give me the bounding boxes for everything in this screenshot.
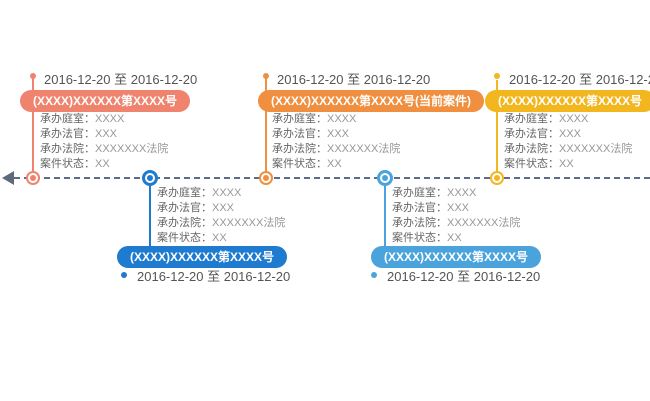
field-label: 承办庭室： — [504, 113, 559, 125]
field-row: 承办庭室：XXXX — [392, 186, 520, 201]
date-range: 2016-12-20 至 2016-12-20 — [44, 72, 198, 87]
date-range: 2016-12-20 至 2016-12-20 — [277, 72, 431, 87]
connector-line — [496, 80, 498, 172]
field-label: 承办法官： — [504, 128, 559, 140]
field-row: 承办法院：XXXXXXX法院 — [157, 216, 285, 231]
field-label: 承办庭室： — [392, 187, 447, 199]
field-row: 承办庭室：XXXX — [504, 112, 632, 127]
field-value: XXXXXXX法院 — [447, 217, 521, 229]
timeline-node-dot-icon — [494, 175, 500, 181]
field-row: 承办法院：XXXXXXX法院 — [392, 216, 520, 231]
field-value: XXX — [327, 128, 350, 140]
field-value: XXXXXXX法院 — [212, 217, 286, 229]
field-label: 承办法院： — [392, 217, 447, 229]
field-value: XXXXXXX法院 — [327, 143, 401, 155]
case-fields: 承办庭室：XXXX 承办法官：XXX 承办法院：XXXXXXX法院 案件状态：X… — [40, 112, 168, 172]
field-value: XXXX — [95, 113, 125, 125]
field-row: 案件状态：XX — [272, 157, 400, 172]
field-row: 承办法官：XXX — [40, 127, 168, 142]
case-number-pill[interactable]: (XXXX)XXXXXX第XXXX号(当前案件) — [258, 90, 485, 112]
field-value: XXXX — [327, 113, 357, 125]
field-row: 承办法院：XXXXXXX法院 — [504, 142, 632, 157]
field-row: 承办法官：XXX — [504, 127, 632, 142]
connector-line — [32, 78, 34, 172]
timeline-node[interactable] — [490, 171, 504, 185]
field-value: XX — [212, 232, 227, 244]
case-fields: 承办庭室：XXXX 承办法官：XXX 承办法院：XXXXXXX法院 案件状态：X… — [157, 186, 285, 246]
date-dot-icon — [30, 73, 36, 79]
connector-line — [384, 186, 386, 246]
field-value: XXX — [447, 202, 470, 214]
timeline-arrow-left-icon — [2, 171, 14, 185]
case-number-pill[interactable]: (XXXX)XXXXXX第XXXX号 — [485, 90, 650, 112]
field-row: 承办法官：XXX — [272, 127, 400, 142]
field-row: 承办庭室：XXXX — [272, 112, 400, 127]
field-label: 承办法官： — [272, 128, 327, 140]
field-label: 承办庭室： — [40, 113, 95, 125]
field-row: 案件状态：XX — [504, 157, 632, 172]
field-label: 承办法院： — [504, 143, 559, 155]
field-label: 承办法官： — [40, 128, 95, 140]
field-value: XXXXXXX法院 — [559, 143, 633, 155]
field-value: XXX — [559, 128, 582, 140]
field-label: 承办庭室： — [272, 113, 327, 125]
case-number-pill[interactable]: (XXXX)XXXXXX第XXXX号 — [371, 246, 542, 268]
timeline-node[interactable] — [377, 170, 393, 186]
date-dot-icon — [121, 272, 127, 278]
field-label: 承办法院： — [157, 217, 212, 229]
field-value: XXX — [95, 128, 118, 140]
field-row: 案件状态：XX — [392, 231, 520, 246]
field-label: 承办法官： — [157, 202, 212, 214]
timeline-node[interactable] — [142, 170, 158, 186]
field-row: 案件状态：XX — [40, 157, 168, 172]
date-range: 2016-12-20 至 2016-12-20 — [509, 72, 650, 87]
field-label: 案件状态： — [272, 158, 327, 170]
field-value: XXXXXXX法院 — [95, 143, 169, 155]
field-row: 承办法院：XXXXXXX法院 — [272, 142, 400, 157]
field-label: 承办法院： — [40, 143, 95, 155]
field-label: 案件状态： — [40, 158, 95, 170]
timeline-node-dot-icon — [382, 175, 388, 181]
case-fields: 承办庭室：XXXX 承办法官：XXX 承办法院：XXXXXXX法院 案件状态：X… — [504, 112, 632, 172]
field-row: 承办庭室：XXXX — [157, 186, 285, 201]
field-value: XXXX — [212, 187, 242, 199]
field-row: 承办法官：XXX — [157, 201, 285, 216]
field-value: XX — [95, 158, 110, 170]
field-label: 承办法官： — [392, 202, 447, 214]
field-value: XXX — [212, 202, 235, 214]
connector-line — [149, 186, 151, 246]
field-value: XXXX — [447, 187, 477, 199]
case-fields: 承办庭室：XXXX 承办法官：XXX 承办法院：XXXXXXX法院 案件状态：X… — [272, 112, 400, 172]
date-range: 2016-12-20 至 2016-12-20 — [387, 269, 541, 284]
field-value: XX — [447, 232, 462, 244]
timeline-node-dot-icon — [30, 175, 36, 181]
case-fields: 承办庭室：XXXX 承办法官：XXX 承办法院：XXXXXXX法院 案件状态：X… — [392, 186, 520, 246]
field-value: XXXX — [559, 113, 589, 125]
field-label: 承办法院： — [272, 143, 327, 155]
field-row: 承办庭室：XXXX — [40, 112, 168, 127]
timeline-node[interactable] — [259, 171, 273, 185]
field-row: 案件状态：XX — [157, 231, 285, 246]
field-value: XX — [559, 158, 574, 170]
timeline-node-dot-icon — [147, 175, 153, 181]
field-row: 承办法官：XXX — [392, 201, 520, 216]
date-range: 2016-12-20 至 2016-12-20 — [137, 269, 291, 284]
date-dot-icon — [263, 73, 269, 79]
field-label: 案件状态： — [157, 232, 212, 244]
timeline-node-dot-icon — [263, 175, 269, 181]
timeline-node[interactable] — [26, 171, 40, 185]
field-label: 案件状态： — [392, 232, 447, 244]
connector-line — [265, 78, 267, 172]
field-row: 承办法院：XXXXXXX法院 — [40, 142, 168, 157]
case-number-pill[interactable]: (XXXX)XXXXXX第XXXX号 — [117, 246, 288, 268]
date-dot-icon — [371, 272, 377, 278]
field-label: 案件状态： — [504, 158, 559, 170]
date-dot-icon — [494, 73, 500, 79]
field-label: 承办庭室： — [157, 187, 212, 199]
case-number-pill[interactable]: (XXXX)XXXXXX第XXXX号 — [20, 90, 191, 112]
field-value: XX — [327, 158, 342, 170]
timeline-axis — [14, 177, 650, 179]
